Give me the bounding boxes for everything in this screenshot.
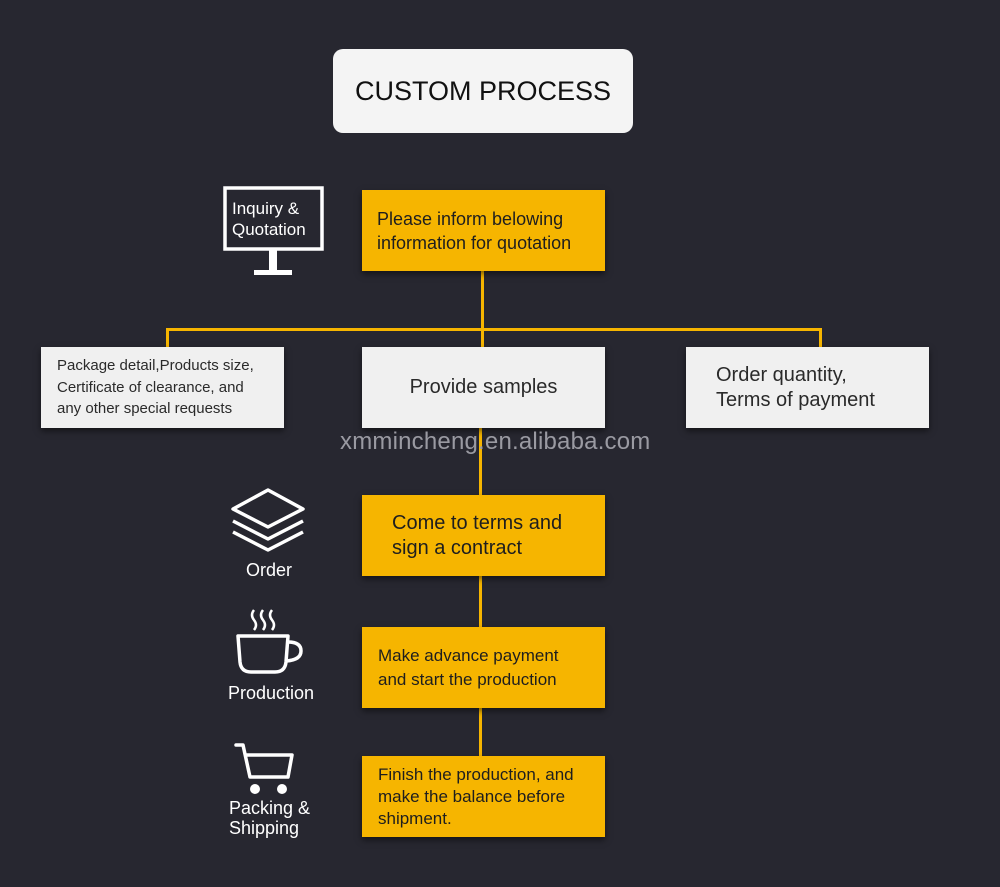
shopping-cart-icon <box>234 741 296 797</box>
step-contract: Come to terms and sign a contract <box>362 495 605 576</box>
info-order-quantity-text: Order quantity, Terms of payment <box>716 363 875 411</box>
step-inquiry: Please inform belowing information for q… <box>362 190 605 271</box>
page-title: CUSTOM PROCESS <box>333 49 633 133</box>
connector-contract-down <box>479 575 482 628</box>
info-order-quantity: Order quantity, Terms of payment <box>686 347 929 428</box>
order-icon-label: Order <box>246 560 293 580</box>
connector-inquiry-down <box>481 270 484 330</box>
connector-right-drop <box>819 328 822 348</box>
step-inquiry-text: Please inform belowing information for q… <box>377 208 572 253</box>
info-package-details: Package detail,Products size, Certificat… <box>41 347 284 428</box>
step-finish-text: Finish the production, and make the bala… <box>378 764 574 828</box>
watermark: xmmincheng.en.alibaba.com <box>340 428 651 455</box>
inquiry-icon-label: Inquiry & Quotation <box>232 199 306 239</box>
shipping-icon-label: Packing & Shipping <box>229 798 311 838</box>
connector-payment-down <box>479 707 482 757</box>
info-provide-samples: Provide samples <box>362 347 605 428</box>
step-contract-text: Come to terms and sign a contract <box>392 511 563 559</box>
connector-center-drop <box>481 328 484 348</box>
step-finish: Finish the production, and make the bala… <box>362 756 605 837</box>
monitor-icon <box>223 186 325 280</box>
layers-icon <box>230 487 306 553</box>
info-provide-samples-text: Provide samples <box>409 376 558 398</box>
connector-samples-down <box>479 428 482 496</box>
production-icon-label: Production <box>228 683 315 703</box>
step-payment-text: Make advance payment and start the produ… <box>378 645 559 689</box>
info-package-details-text: Package detail,Products size, Certificat… <box>57 357 254 418</box>
step-payment: Make advance payment and start the produ… <box>362 627 605 708</box>
connector-horizontal <box>166 328 822 331</box>
connector-left-drop <box>166 328 169 348</box>
coffee-cup-icon <box>234 606 306 678</box>
